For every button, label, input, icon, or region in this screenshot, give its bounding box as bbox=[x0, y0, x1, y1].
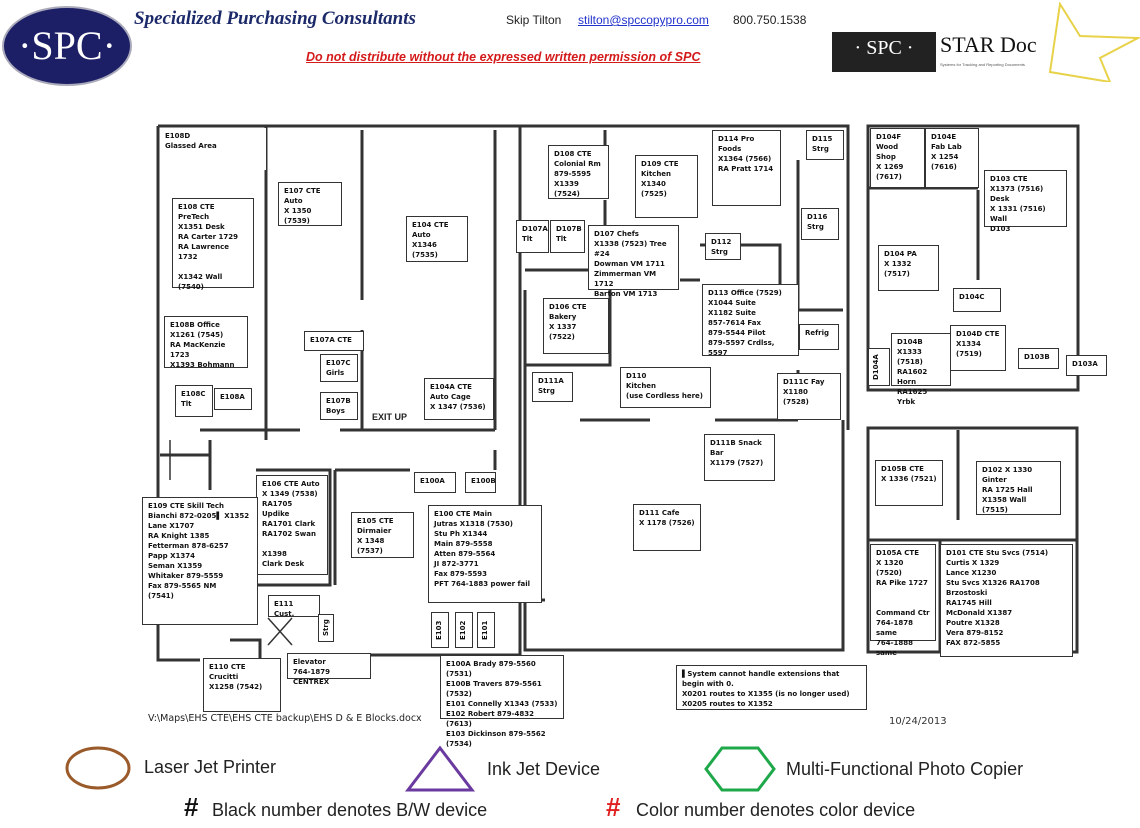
room-e104: E104 CTE Auto X1346 (7535) bbox=[406, 216, 468, 262]
room-d114: D114 Pro Foods X1364 (7566) RA Pratt 171… bbox=[712, 130, 781, 206]
room-d104b: D104B X1333 (7518) RA1602 Horn RA1625 Yr… bbox=[891, 333, 951, 406]
room-d115: D115 Strg bbox=[806, 130, 844, 160]
room-e109: E109 CTE Skill Tech Bianchi 872-0205▌ X1… bbox=[142, 497, 258, 625]
room-d103: D103 CTE X1373 (7516) Desk X 1331 (7516)… bbox=[984, 170, 1067, 233]
spc-logo: ·SPC· bbox=[2, 6, 132, 86]
room-e104a: E104A CTE Auto Cage X 1347 (7536) bbox=[424, 378, 494, 420]
legend-bw: Black number denotes B/W device bbox=[212, 800, 488, 820]
room-e101: E101 bbox=[477, 612, 495, 648]
legend-laser: Laser Jet Printer bbox=[144, 757, 277, 777]
room-e105: E105 CTE Dirmaier X 1348 (7537) bbox=[351, 512, 414, 558]
star-doc-logo: · SPC · STAR Doc Systems for Tracking an… bbox=[830, 1, 1140, 84]
room-refrig: Refrig bbox=[799, 324, 839, 350]
room-d104c: D104C bbox=[953, 288, 1001, 312]
room-d102: D102 X 1330 Ginter RA 1725 Hall X1358 Wa… bbox=[976, 461, 1061, 515]
room-e108b: E108B Office X1261 (7545) RA MacKenzie 1… bbox=[164, 316, 248, 369]
room-d108: D108 CTE Colonial Rm 879-5595 X1339 (752… bbox=[548, 145, 609, 199]
file-path: V:\Maps\EHS CTE\EHS CTE backup\EHS D & E… bbox=[148, 713, 422, 724]
mfp-hexagon-icon bbox=[704, 746, 776, 792]
room-d110: D110 Kitchen (use Cordless here) bbox=[620, 367, 711, 408]
room-d104f: D104F Wood Shop X 1269 (7617) bbox=[870, 128, 925, 188]
room-d103a: D103A bbox=[1066, 355, 1107, 376]
room-elevator: Elevator 764-1879 CENTREX bbox=[287, 653, 371, 686]
exit-label: EXIT UP bbox=[372, 412, 408, 422]
room-d109: D109 CTE Kitchen X1340 (7525) bbox=[635, 155, 698, 218]
room-e111: E111 Cust. bbox=[268, 595, 320, 618]
inkjet-triangle-icon bbox=[404, 745, 476, 792]
room-d105b: D105B CTE X 1336 (7521) bbox=[875, 460, 943, 506]
room-e108a: E108A bbox=[214, 388, 252, 410]
legend-inkjet: Ink Jet Device bbox=[487, 759, 601, 779]
legend-color: Color number denotes color device bbox=[636, 800, 916, 820]
room-d111c: D111C Fay X1180 (7528) bbox=[777, 373, 841, 420]
room-d104-pa: D104 PA X 1332 (7517) bbox=[878, 245, 939, 291]
extension-note: ▌System cannot handle extensions that be… bbox=[676, 665, 867, 710]
room-d111b: D111B Snack Bar X1179 (7527) bbox=[704, 434, 775, 481]
room-d101: D101 CTE Stu Svcs (7514) Curtis X 1329 L… bbox=[940, 544, 1073, 657]
room-e100a: E100A bbox=[414, 472, 456, 493]
room-d112: D112 Strg bbox=[705, 233, 741, 260]
room-d107b: D107B Tlt bbox=[550, 220, 585, 253]
room-strg-e: Strg bbox=[318, 614, 334, 642]
room-e107: E107 CTE Auto X 1350 (7539) bbox=[278, 182, 342, 226]
company-name: Specialized Purchasing Consultants bbox=[134, 8, 416, 29]
room-e100: E100 CTE Main Jutras X1318 (7530) Stu Ph… bbox=[428, 505, 542, 603]
room-e107a: E107A CTE bbox=[304, 331, 364, 351]
room-e102: E102 bbox=[455, 612, 473, 648]
room-d103b: D103B bbox=[1018, 348, 1059, 369]
star-outline-icon bbox=[1048, 1, 1140, 84]
room-e107c: E107C Girls bbox=[320, 354, 358, 382]
room-d104d: D104D CTE X1334 (7519) bbox=[950, 325, 1006, 371]
room-d111: D111 Cafe X 1178 (7526) bbox=[633, 504, 701, 551]
room-e107b: E107B Boys bbox=[320, 392, 358, 420]
room-e108d: E108D Glassed Area bbox=[160, 128, 266, 170]
room-d107a: D107A Tlt bbox=[516, 220, 549, 253]
room-d105a: D105A CTE X 1320 (7520) RA Pike 1727 Com… bbox=[870, 544, 936, 657]
e100-extension-list: E100A Brady 879-5560 (7531) E100B Traver… bbox=[440, 655, 564, 748]
legend-mfp: Multi-Functional Photo Copier bbox=[786, 759, 1024, 779]
room-d107: D107 Chefs X1338 (7523) Tree #24 Dowman … bbox=[588, 225, 679, 298]
room-d104e: D104E Fab Lab X 1254 (7616) bbox=[925, 128, 979, 188]
room-e100b: E100B bbox=[465, 472, 496, 493]
contact-phone: 800.750.1538 bbox=[733, 13, 807, 27]
room-d113: D113 Office (7529) X1044 Suite X1182 Sui… bbox=[702, 284, 799, 357]
room-d104a: D104A bbox=[868, 348, 890, 386]
bw-number-symbol: # bbox=[184, 792, 199, 822]
room-d106: D106 CTE Bakery X 1337 (7522) bbox=[543, 298, 609, 354]
laser-printer-circle-icon bbox=[65, 746, 131, 790]
contact-email-link[interactable]: stilton@spccopypro.com bbox=[578, 13, 709, 27]
color-number-symbol: # bbox=[606, 792, 621, 822]
room-e106: E106 CTE Auto X 1349 (7538) RA1705 Updik… bbox=[256, 475, 328, 575]
room-d111a: D111A Strg bbox=[532, 372, 573, 402]
room-e108c: E108C Tlt bbox=[175, 385, 213, 417]
room-d116: D116 Strg bbox=[801, 208, 839, 240]
room-e110: E110 CTE Crucitti X1258 (7542) bbox=[203, 658, 281, 712]
room-e108: E108 CTE PreTech X1351 Desk RA Carter 17… bbox=[172, 198, 254, 291]
map-date: 10/24/2013 bbox=[889, 716, 947, 727]
contact-name: Skip Tilton bbox=[506, 13, 562, 27]
distribution-warning: Do not distribute without the expressed … bbox=[306, 50, 701, 64]
room-e103: E103 bbox=[431, 612, 449, 648]
